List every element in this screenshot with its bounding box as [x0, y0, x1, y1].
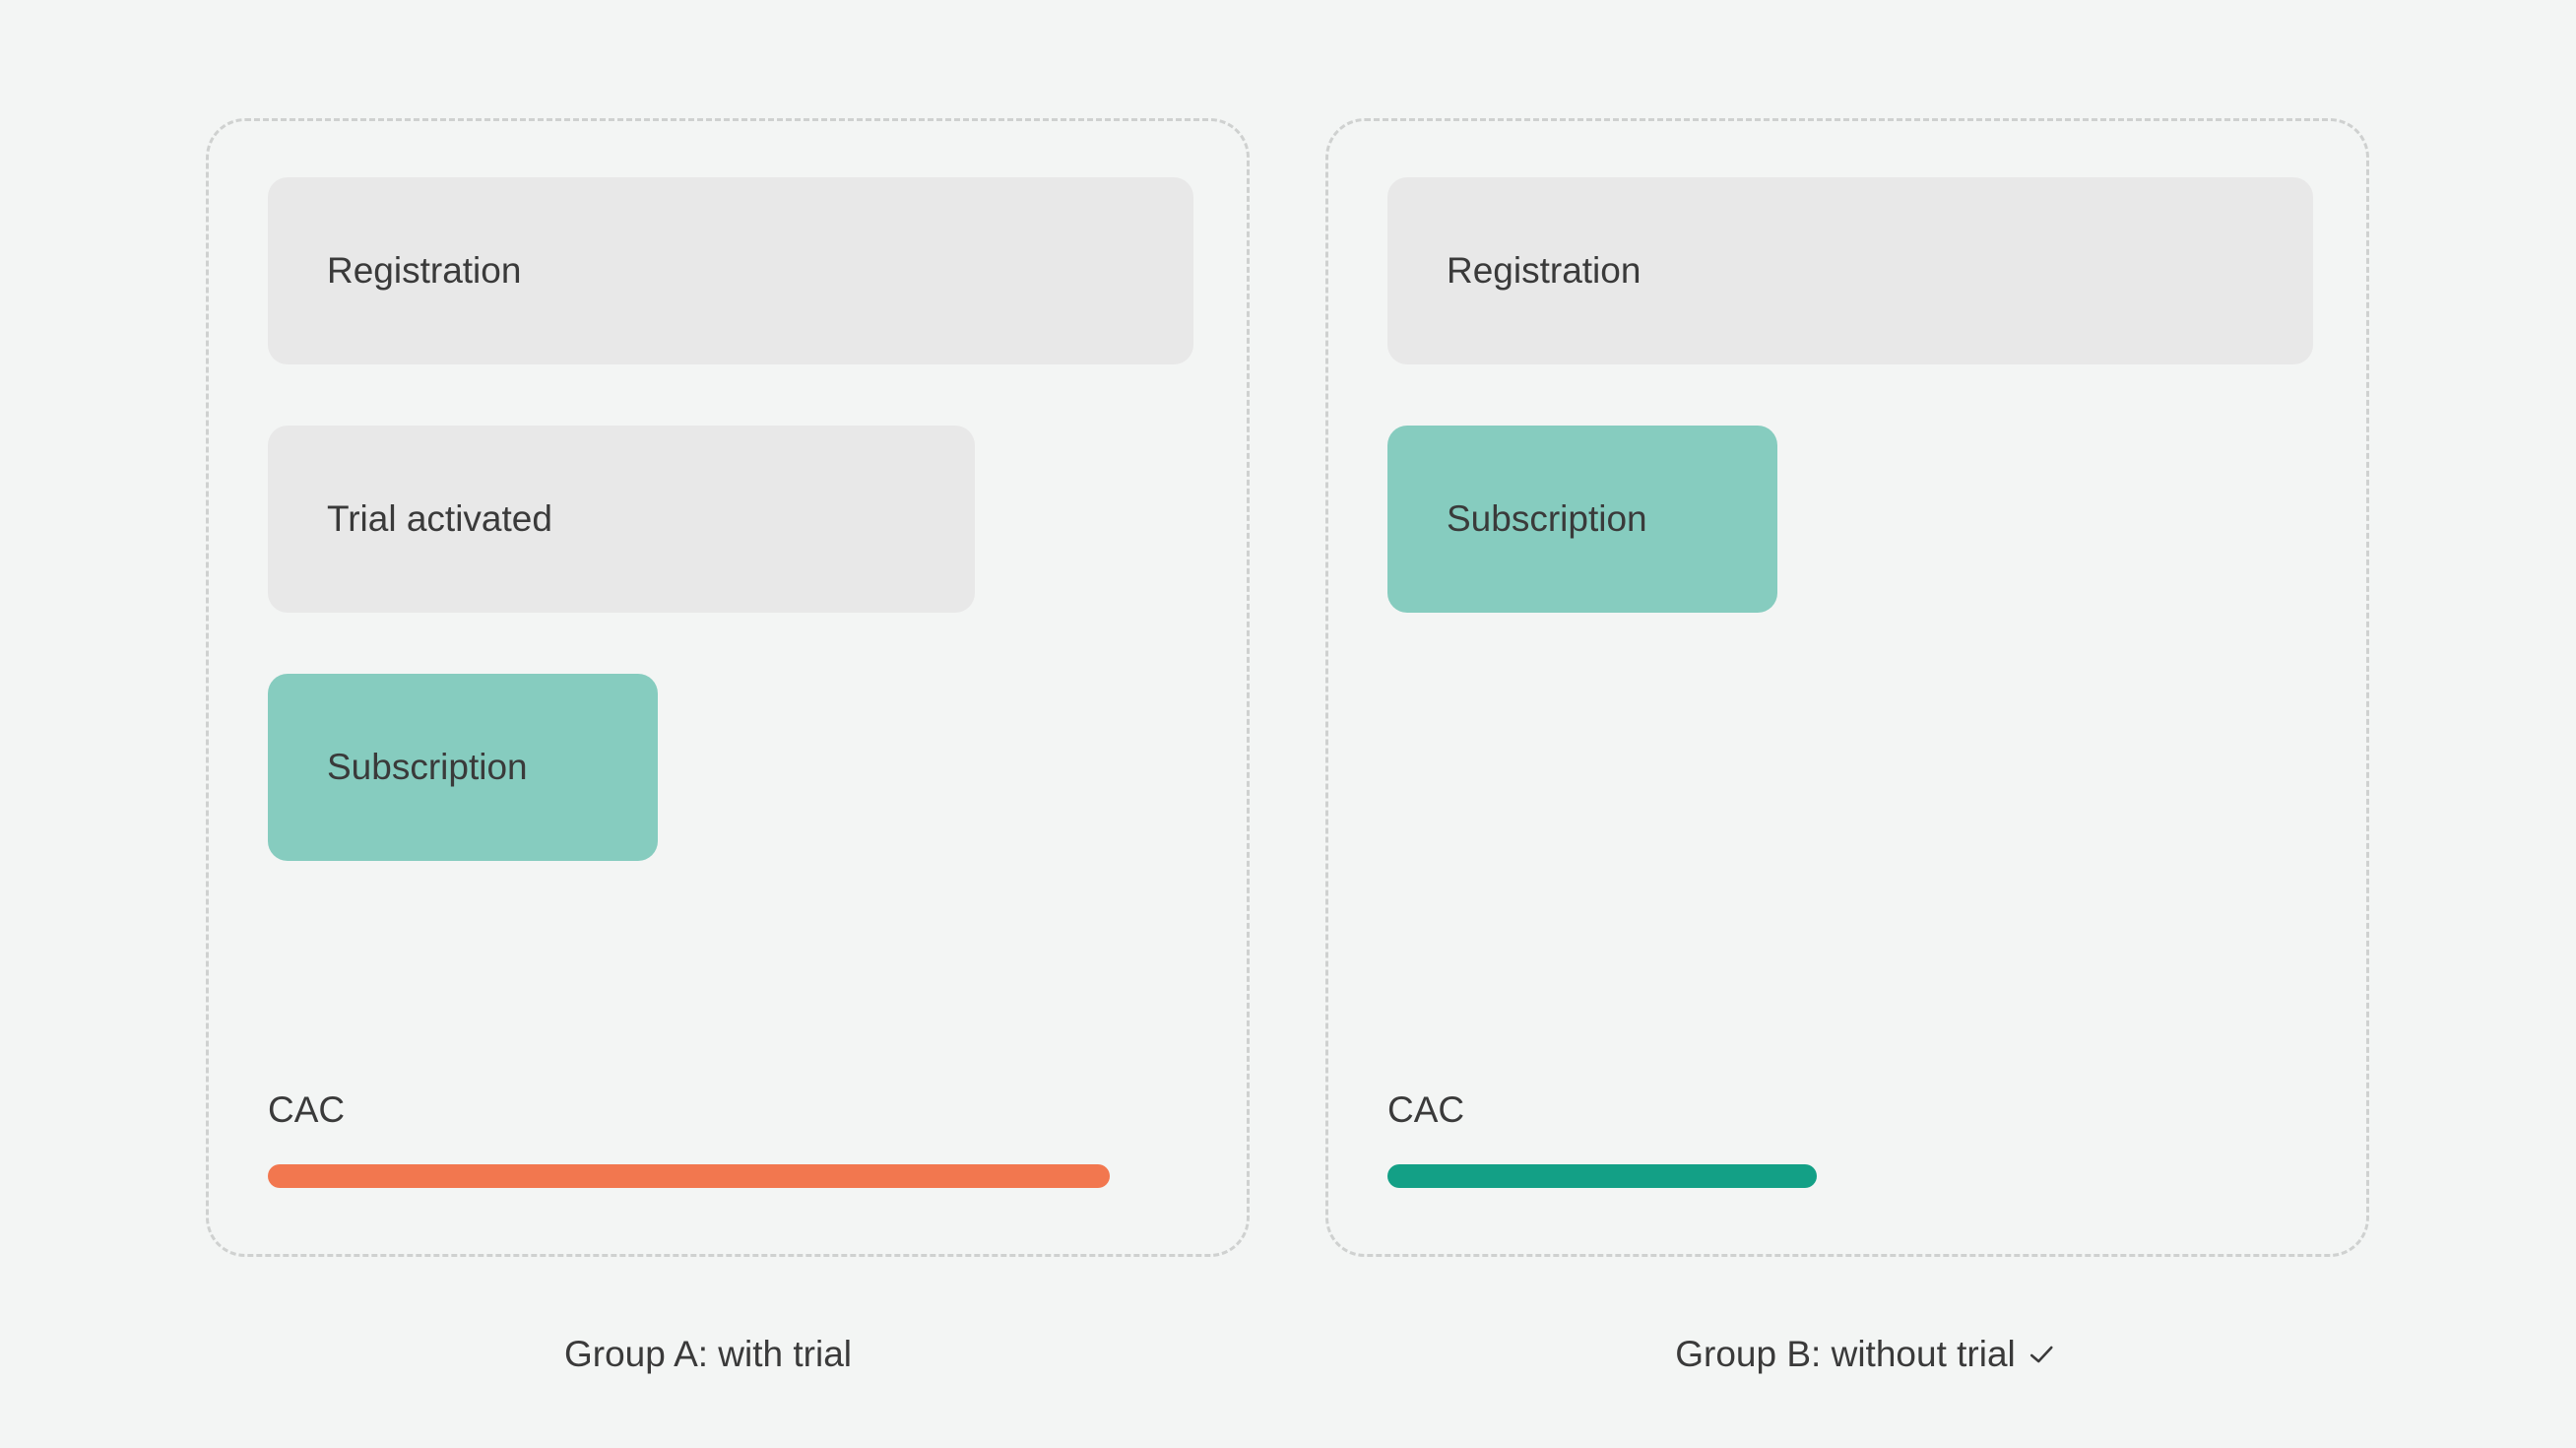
- group-b-caption: Group B: without trial: [1675, 1334, 2054, 1375]
- group-b-step-registration: Registration: [1387, 177, 2313, 364]
- group-a-caption-text: Group A: with trial: [563, 1334, 853, 1374]
- group-a-cac-track: [268, 1164, 1193, 1188]
- group-b-cac-label: CAC: [1387, 1089, 1465, 1130]
- step-label: Registration: [1447, 250, 1642, 291]
- check-icon: [2030, 1346, 2054, 1363]
- group-a-step-trial-activated: Trial activated: [268, 426, 975, 613]
- group-b-step-subscription: Subscription: [1387, 426, 1777, 613]
- group-a-panel: Registration Trial activated Subscriptio…: [206, 118, 1250, 1257]
- group-b-panel: Registration Subscription CAC: [1325, 118, 2369, 1257]
- group-b-caption-text: Group B: without trial: [1675, 1334, 2016, 1374]
- group-a-cac-bar: [268, 1164, 1110, 1188]
- group-a-caption: Group A: with trial: [564, 1334, 852, 1375]
- step-label: Subscription: [1447, 498, 1647, 539]
- group-b-cac-track: [1387, 1164, 2313, 1188]
- group-a-step-registration: Registration: [268, 177, 1193, 364]
- group-a-step-subscription: Subscription: [268, 674, 658, 861]
- step-label: Trial activated: [327, 498, 552, 539]
- step-label: Registration: [327, 250, 522, 291]
- group-b-cac-bar: [1387, 1164, 1817, 1188]
- step-label: Subscription: [327, 747, 528, 787]
- group-a-cac-label: CAC: [268, 1089, 346, 1130]
